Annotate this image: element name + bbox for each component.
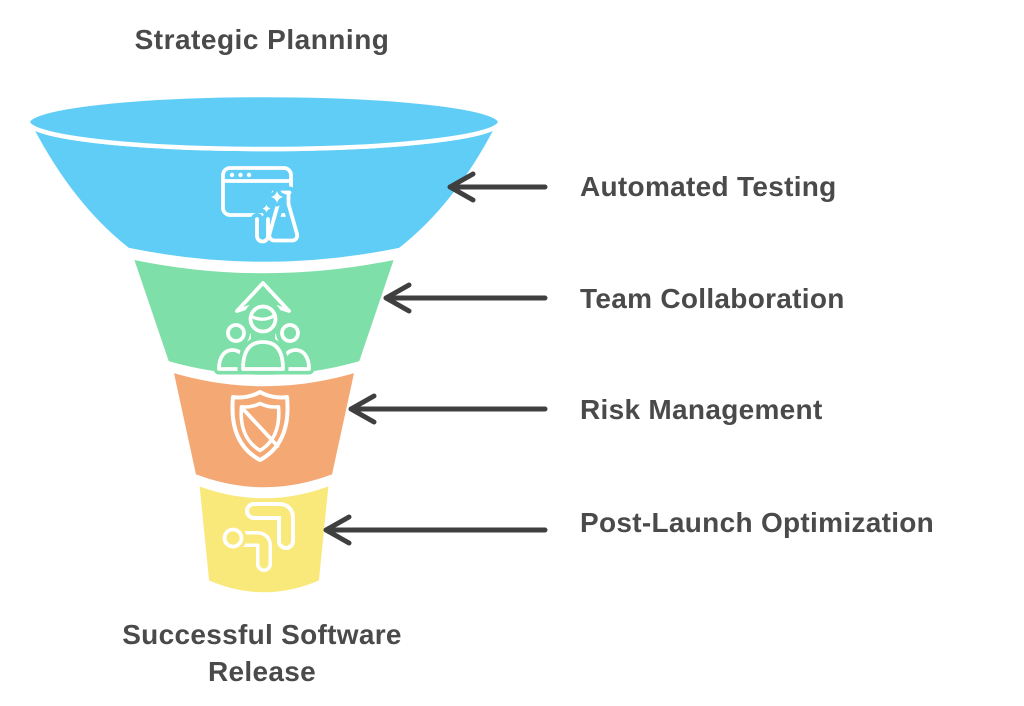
funnel-stage-team-collaboration: [128, 254, 400, 380]
funnel-stage-risk-management: [168, 367, 360, 492]
stage-label-automated-testing: Automated Testing: [580, 171, 837, 202]
sparkles-icon: [262, 191, 283, 213]
funnel-top-opening: [25, 92, 503, 152]
left-head: [226, 323, 246, 343]
arrow-risk-management: [348, 393, 548, 425]
shield-slash-icon: [230, 390, 290, 462]
center-body: [241, 340, 285, 371]
elbow-circle: [222, 527, 244, 549]
shield-inner: [239, 401, 281, 453]
right-head: [280, 323, 300, 343]
browser-dots: [229, 172, 252, 178]
big-elbow-fill: [249, 506, 291, 546]
browser-test-flask-icon: [221, 166, 304, 248]
arrow-automated-testing: [447, 171, 548, 203]
team-growth-arrow-icon: [213, 281, 315, 375]
up-arrow: [235, 281, 291, 354]
center-head: [248, 304, 278, 334]
arrow-team-collaboration: [383, 282, 548, 314]
stage-label-post-launch-optimization: Post-Launch Optimization: [580, 507, 935, 538]
funnel-stage-post-launch: [194, 480, 334, 597]
stage-label-risk-management: Risk Management: [580, 394, 823, 425]
shield-slash: [241, 407, 280, 448]
outcome-label: Successful Software Release: [122, 619, 402, 687]
funnel-stage-automated-testing: [25, 92, 503, 267]
small-elbow-fill: [235, 534, 269, 569]
elbow-arrows-icon: [219, 502, 295, 572]
diagram-title: Strategic Planning: [134, 24, 390, 55]
pointer-arrows: [323, 171, 548, 546]
stage-label-team-collaboration: Team Collaboration: [580, 283, 845, 314]
center-head-band: [249, 313, 277, 321]
arrow-post-launch: [323, 514, 548, 546]
shield-outer: [230, 390, 290, 462]
